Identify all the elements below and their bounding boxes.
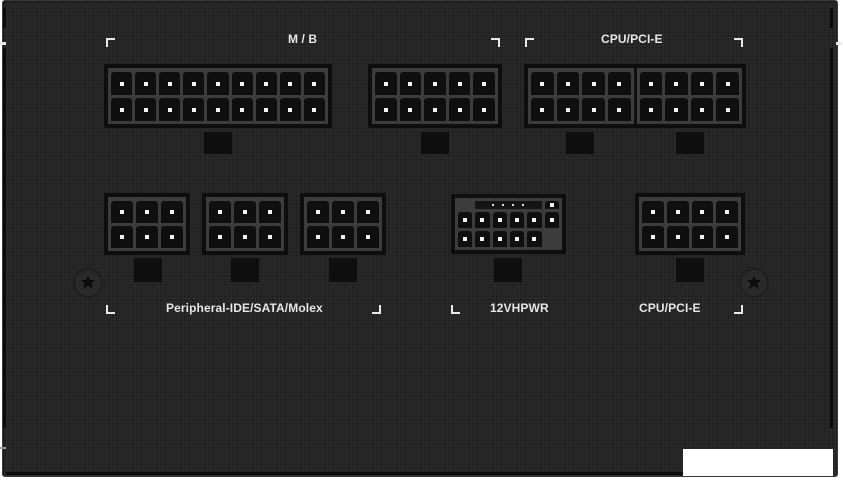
bracket-cpu-top-left (525, 38, 534, 47)
bracket-cpu2-bottom-right (734, 305, 743, 314)
panel-edge-right (830, 48, 833, 428)
connector-cpu-pcie-8pin-2[interactable] (636, 68, 742, 124)
bracket-periph-bottom-right (372, 305, 381, 314)
panel-edge-bottom (6, 472, 828, 475)
label-mb: M / B (288, 32, 318, 46)
panel-notch-left (0, 42, 6, 45)
bracket-12vhpwr-bottom-left (451, 305, 460, 314)
latch-cpu-pcie-1 (566, 124, 594, 154)
bracket-mb-top-left (106, 38, 115, 47)
latch-cpu-pcie-2 (676, 124, 704, 154)
latch-mb-10pin (421, 124, 449, 154)
label-peripheral: Peripheral-IDE/SATA/Molex (166, 301, 323, 315)
white-label-sticker (683, 449, 833, 476)
latch-12vhpwr (494, 250, 522, 282)
panel-edge-right-top (830, 8, 833, 28)
connector-cpu-pcie-pair (524, 64, 746, 128)
connector-cpu-pcie-8pin-1[interactable] (528, 68, 634, 124)
panel-edge-left-top (3, 8, 6, 28)
torx-screw-icon (740, 269, 768, 297)
connector-peripheral-6pin-1[interactable] (104, 193, 190, 255)
label-cpu-pcie-top: CPU/PCI-E (601, 32, 663, 46)
label-12vhpwr: 12VHPWR (490, 301, 549, 315)
connector-peripheral-6pin-3[interactable] (300, 193, 386, 255)
connector-cpu-pcie-8pin-3[interactable] (635, 193, 745, 255)
connector-peripheral-6pin-2[interactable] (202, 193, 288, 255)
bracket-mb-top-right (491, 38, 500, 47)
panel-notch-right (836, 42, 842, 45)
panel-edge-left (3, 48, 6, 428)
torx-screw-icon (74, 269, 102, 297)
connector-mb-10pin[interactable] (368, 64, 502, 128)
12vhpwr-sense-pins (475, 201, 542, 209)
latch-mb-18pin (204, 124, 232, 154)
bracket-cpu-top-right (734, 38, 743, 47)
panel-notch-left-bottom (0, 447, 6, 449)
connector-mb-18pin[interactable] (104, 64, 332, 128)
bracket-periph-bottom-left (106, 305, 115, 314)
connector-12vhpwr[interactable] (451, 194, 566, 254)
label-cpu-pcie-bottom: CPU/PCI-E (639, 301, 701, 315)
